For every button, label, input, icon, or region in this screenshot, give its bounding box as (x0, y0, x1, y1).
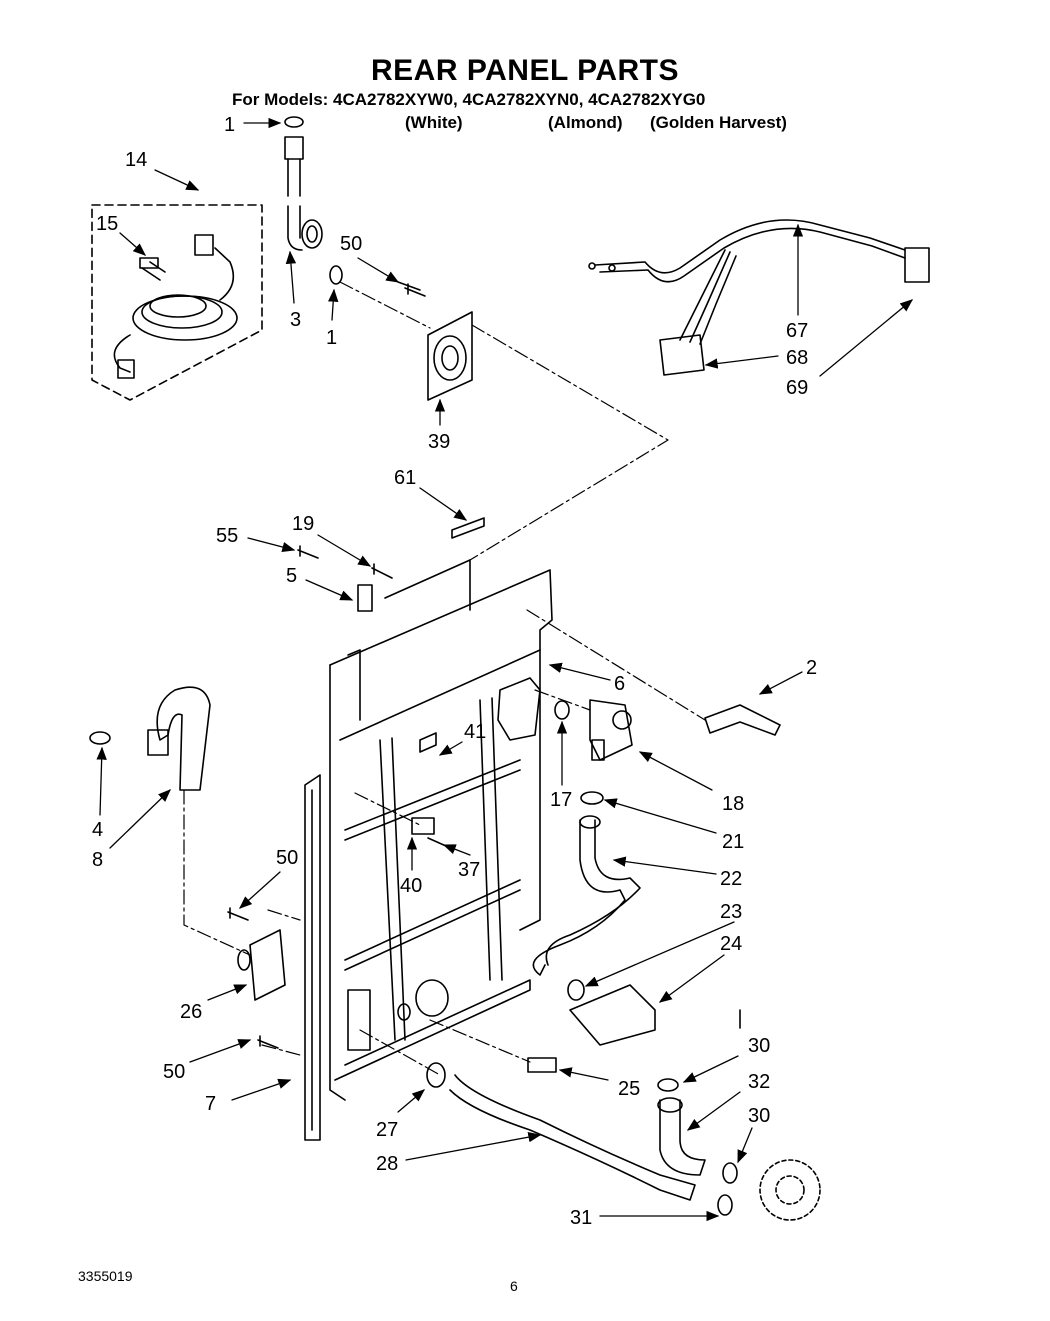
callout-label: 1 (326, 327, 337, 349)
callout-label: 19 (292, 513, 314, 535)
callout-label: 50 (163, 1061, 185, 1083)
callout-labels: 1 14 15 3 1 50 39 67 68 69 61 55 19 5 2 … (92, 114, 817, 1229)
rear-panel (304, 559, 553, 1141)
callout-label: 5 (286, 565, 297, 587)
callout-label: 30 (748, 1035, 770, 1057)
callout-label: 61 (394, 467, 416, 489)
callout-label: 67 (786, 320, 808, 342)
callout-label: 21 (722, 831, 744, 853)
doc-number: 3355019 (78, 1268, 133, 1284)
water-valve (449, 699, 821, 1221)
callout-label: 23 (720, 901, 742, 923)
callout-label: 50 (340, 233, 362, 255)
callout-label: 15 (96, 213, 118, 235)
callout-label: 41 (464, 721, 486, 743)
callout-label: 26 (180, 1001, 202, 1023)
page-title: REAR PANEL PARTS (370, 54, 680, 87)
callout-label: 32 (748, 1071, 770, 1093)
small-parts (227, 283, 781, 1088)
color-almond: (Almond) (548, 113, 623, 132)
callout-label: 39 (428, 431, 450, 453)
callout-label: 14 (125, 149, 147, 171)
callout-label: 68 (786, 347, 808, 369)
models-line: For Models: 4CA2782XYW0, 4CA2782XYN0, 4C… (232, 90, 706, 109)
color-white: (White) (405, 113, 463, 132)
callout-label: 37 (458, 859, 480, 881)
power-cord-kit (91, 204, 263, 401)
callout-label: 2 (806, 657, 817, 679)
callout-label: 55 (216, 525, 238, 547)
callout-label: 7 (205, 1093, 216, 1115)
callout-label: 24 (720, 933, 742, 955)
callout-label: 22 (720, 868, 742, 890)
inlet-cover (397, 281, 473, 401)
page-number: 6 (510, 1278, 518, 1294)
callout-label: 1 (224, 114, 235, 136)
callout-label: 28 (376, 1153, 398, 1175)
callout-label: 69 (786, 377, 808, 399)
callout-label: 3 (290, 309, 301, 331)
callout-label: 8 (92, 849, 103, 871)
callout-label: 6 (614, 673, 625, 695)
wire-harness (588, 219, 930, 376)
assembly-lines (183, 281, 706, 1076)
callout-label: 17 (550, 789, 572, 811)
callout-label: 50 (276, 847, 298, 869)
callout-label: 27 (376, 1119, 398, 1141)
callout-label: 4 (92, 819, 103, 841)
fill-hose (284, 116, 343, 285)
callout-label: 25 (618, 1078, 640, 1100)
color-golden-harvest: (Golden Harvest) (650, 113, 787, 132)
callout-label: 40 (400, 875, 422, 897)
callout-label: 30 (748, 1105, 770, 1127)
callout-leaders (96, 117, 914, 1222)
callout-label: 18 (722, 793, 744, 815)
callout-label: 31 (570, 1207, 592, 1229)
drain-hose (89, 686, 211, 791)
